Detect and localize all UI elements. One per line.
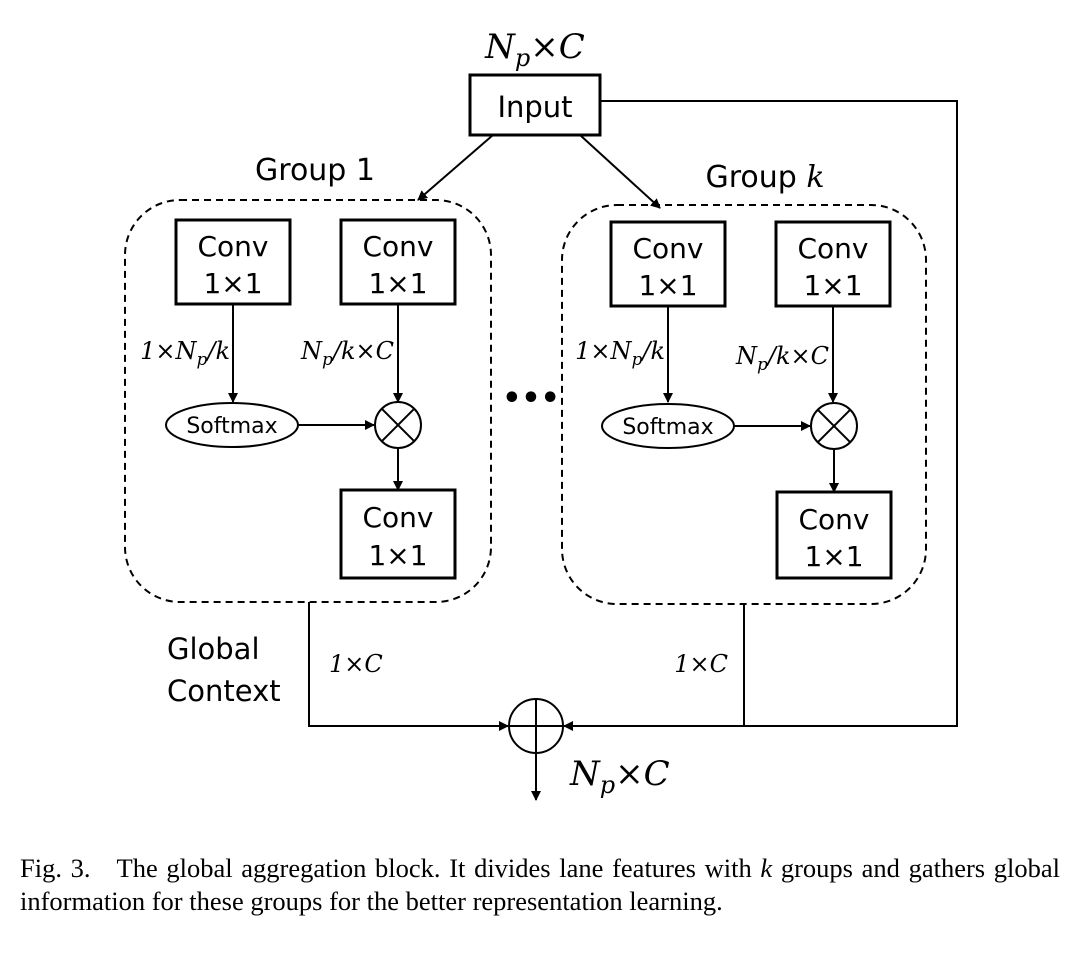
groupk-conv-c-label1: Conv [799,503,870,536]
group1-right-edge-label: Np/k×C [300,337,394,370]
group-k: Conv 1×1 Conv 1×1 1×Np/k Np/k×C Softmax … [561,204,927,605]
branchk-shape-label: 1×C [674,650,728,678]
input-to-groupk-arrow [579,134,661,209]
residual-connection [563,100,958,731]
group1-left-edge-label: 1×Np/k [140,337,230,370]
groupk-multiply-icon [810,402,858,450]
groupk-conv-c-label2: 1×1 [804,540,863,573]
groupk-softmax-label: Softmax [622,415,713,440]
input-shape-label: Np×C [484,27,585,72]
input-box [468,73,602,137]
groupk-conv-b-label2: 1×1 [803,269,862,302]
caption-text-1: The global aggregation block. It divides… [116,853,761,883]
group1-conv-c-label1: Conv [363,501,434,534]
caption-text-2: groups and gathers global information fo… [20,853,1060,916]
group1-conv-a-label2: 1×1 [203,267,262,300]
groupk-title: Group k [705,160,824,195]
global-aggregation-diagram: Np×C Input Group 1 Group k Conv 1×1 Conv… [124,27,958,801]
group1-conv-a-label1: Conv [198,230,269,263]
group1-softmax-label: Softmax [186,414,277,439]
groupk-left-edge-label: 1×Np/k [575,337,665,370]
groupk-conv-a-label1: Conv [633,232,704,265]
output-shape-label: Np×C [569,754,670,799]
group1-global-context-path [308,602,509,731]
group1-conv-b-label2: 1×1 [368,267,427,300]
branch1-shape-label: 1×C [329,650,383,678]
groupk-conv-a-label2: 1×1 [638,269,697,302]
global-context-label-line2: Context [167,674,281,708]
figure-caption: Fig. 3. The global aggregation block. It … [20,852,1060,918]
input-label: Input [497,90,572,124]
group1-title: Group 1 [255,153,375,188]
groupk-conv-b [774,220,892,308]
figure-label: Fig. 3. [20,853,91,883]
input-to-group1-arrow [417,134,494,201]
groupk-conv-c [775,490,893,580]
groupk-conv-a [609,220,727,308]
global-context-label-line1: Global [167,632,260,666]
group-1: Conv 1×1 Conv 1×1 1×Np/k Np/k×C Softmax … [124,199,492,603]
ellipsis: ••• [502,381,560,416]
group1-conv-a [174,218,292,306]
groupk-right-edge-label: Np/k×C [735,342,829,375]
groupk-conv-b-label1: Conv [798,232,869,265]
group1-conv-b-label1: Conv [363,230,434,263]
group1-conv-c-label2: 1×1 [368,539,427,572]
sum-icon [508,698,564,754]
caption-var: k [760,853,773,883]
group1-multiply-icon [374,401,422,449]
group1-conv-c [339,488,457,580]
